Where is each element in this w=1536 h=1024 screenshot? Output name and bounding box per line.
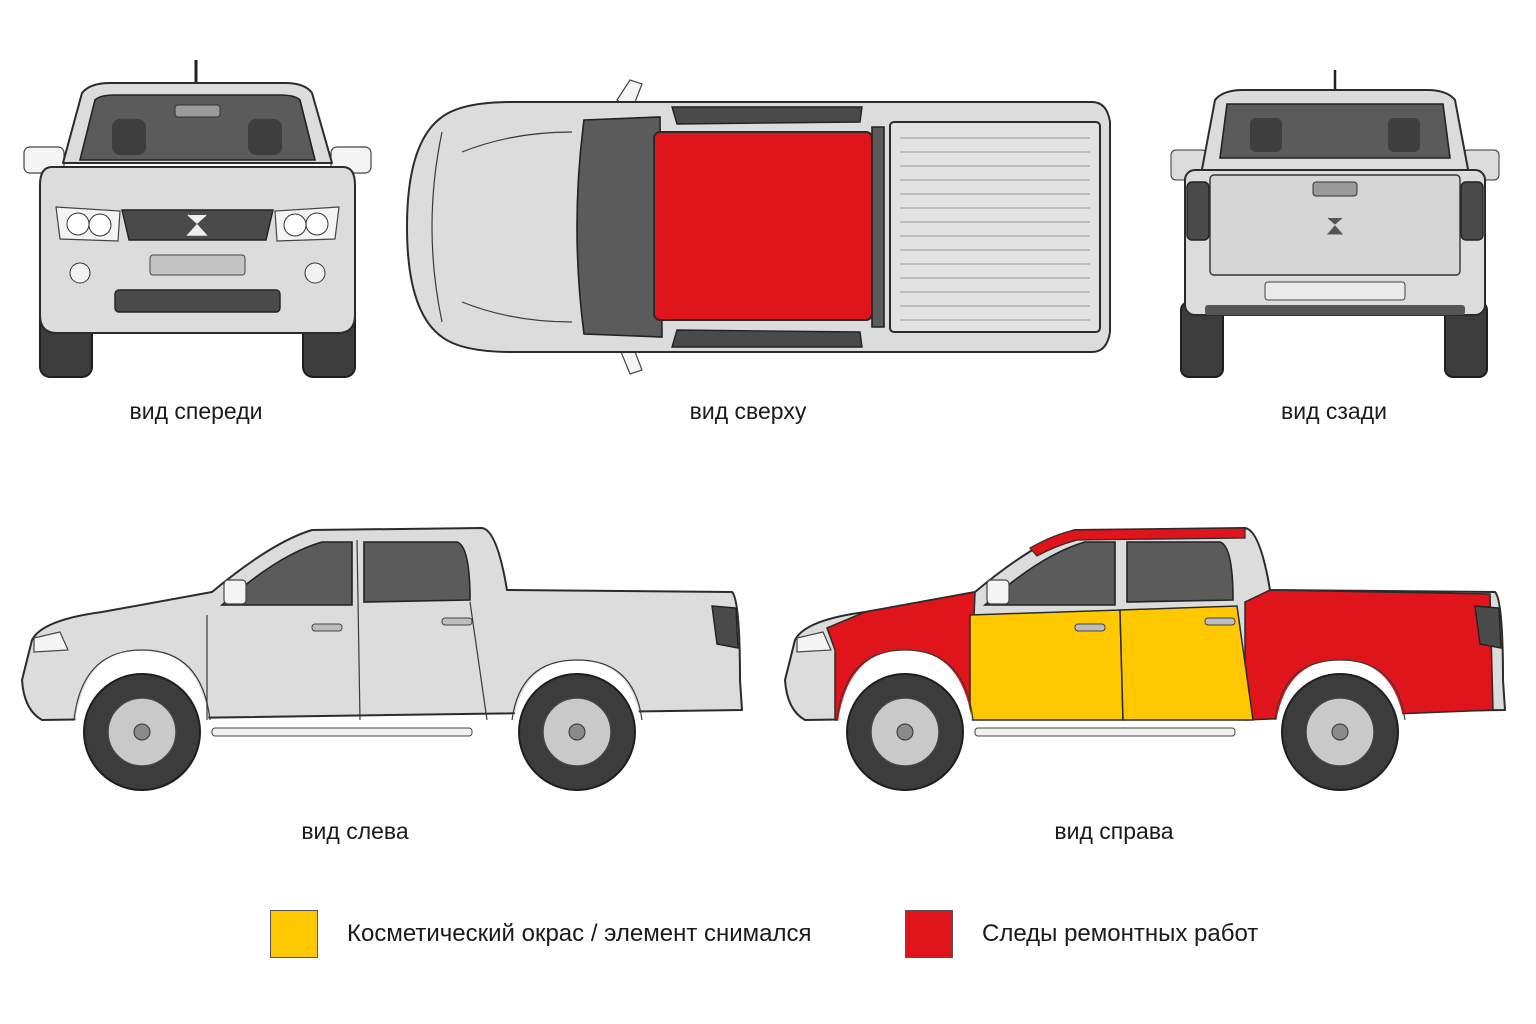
- legend-label-repair: Следы ремонтных работ: [982, 920, 1259, 947]
- legend-swatch-cosmetic: [270, 910, 318, 958]
- left-view-drawing: [21, 527, 743, 791]
- bed-cover-ribs: [900, 137, 1090, 321]
- left-view-caption: вид слева: [301, 818, 409, 844]
- legend-label-cosmetic: Косметический окрас / элемент снимался: [347, 920, 812, 947]
- top-view-drawing: [406, 79, 1111, 375]
- rear-view-drawing: [1170, 70, 1500, 378]
- roof-part: [653, 131, 873, 321]
- front-view-drawing: [23, 60, 372, 378]
- right-view-caption: вид справа: [1054, 818, 1174, 844]
- right-roof-rail-part: [1029, 527, 1246, 557]
- legend-swatch-repair: [905, 910, 953, 958]
- top-view-caption: вид сверху: [689, 398, 807, 424]
- front-view: [20, 55, 375, 385]
- rear-view-caption: вид сзади: [1281, 398, 1387, 424]
- right-view-drawing: [784, 527, 1506, 791]
- right-rear-door-part: [1119, 605, 1254, 721]
- rear-view: [1165, 70, 1505, 385]
- left-view: [12, 520, 752, 800]
- right-view: [775, 520, 1515, 800]
- top-view: [402, 72, 1122, 387]
- front-view-caption: вид спереди: [129, 398, 263, 424]
